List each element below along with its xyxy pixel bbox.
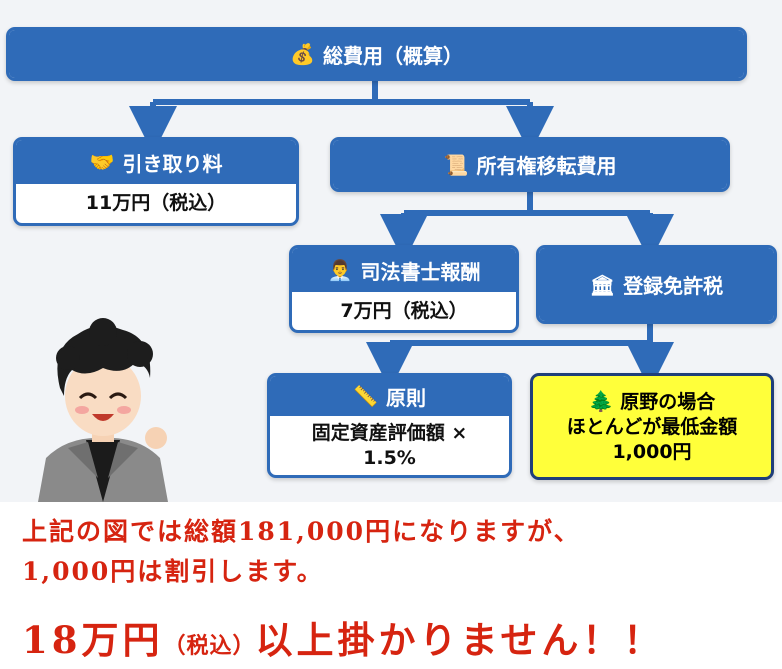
total-cost-box: 💰 総費用（概算）: [6, 27, 747, 81]
wilderness-case-amount: 1,000円: [612, 440, 692, 463]
total-cost-title: 総費用（概算）: [322, 43, 463, 68]
tree-icon: 🌲: [588, 389, 614, 414]
headline-amount: 18万円: [22, 618, 164, 662]
message-headline: 18万円（税込）以上掛かりません！！: [22, 610, 664, 664]
principle-rate: 1.5%: [363, 446, 416, 469]
registration-tax-title: 登録免許税: [623, 274, 724, 298]
handshake-icon: 🤝: [89, 150, 115, 174]
pickup-fee-title: 引き取り料: [122, 151, 223, 176]
principle-formula: 固定資産評価額 ×: [311, 421, 468, 444]
wilderness-case-note: ほとんどが最低金額: [566, 416, 738, 439]
principle-title: 原則: [385, 385, 426, 410]
scrivener-fee-box: 👨‍💼 司法書士報酬 7万円（税込）: [289, 245, 519, 333]
headline-claim: 以上掛かりません！！: [255, 618, 665, 662]
businessman-icon: 👨‍💼: [327, 258, 353, 282]
message-area: 上記の図では総額181,000円になりますが、 1,000円は割引します。 18…: [0, 502, 782, 669]
ruler-icon: 📏: [353, 384, 378, 408]
ownership-transfer-box: 📜 所有権移転費用: [330, 137, 730, 192]
principle-box: 📏 原則 固定資産評価額 × 1.5%: [267, 373, 512, 478]
scroll-icon: 📜: [443, 152, 469, 177]
ownership-transfer-title: 所有権移転費用: [476, 154, 617, 178]
money-bag-icon: 💰: [290, 42, 315, 66]
message-line-1: 上記の図では総額181,000円になりますが、: [22, 517, 581, 546]
pickup-fee-value: 11万円（税込）: [85, 192, 227, 215]
headline-tax-note: （税込）: [163, 633, 256, 659]
wilderness-case-title-row: 🌲 原野の場合: [589, 388, 716, 415]
wilderness-case-box: 🌲 原野の場合 ほとんどが最低金額 1,000円: [530, 373, 774, 480]
wilderness-case-title: 原野の場合: [620, 391, 716, 414]
scrivener-fee-title: 司法書士報酬: [360, 259, 481, 284]
message-line-2: 1,000円は割引します。: [22, 557, 324, 586]
pickup-fee-box: 🤝 引き取り料 11万円（税込）: [13, 137, 299, 226]
character-illustration: [38, 318, 168, 502]
scrivener-fee-value: 7万円（税込）: [340, 299, 468, 322]
bank-building-icon: 🏛: [589, 272, 616, 297]
connector-arrows: [129, 79, 674, 390]
registration-tax-box: 🏛 登録免許税: [536, 245, 777, 324]
